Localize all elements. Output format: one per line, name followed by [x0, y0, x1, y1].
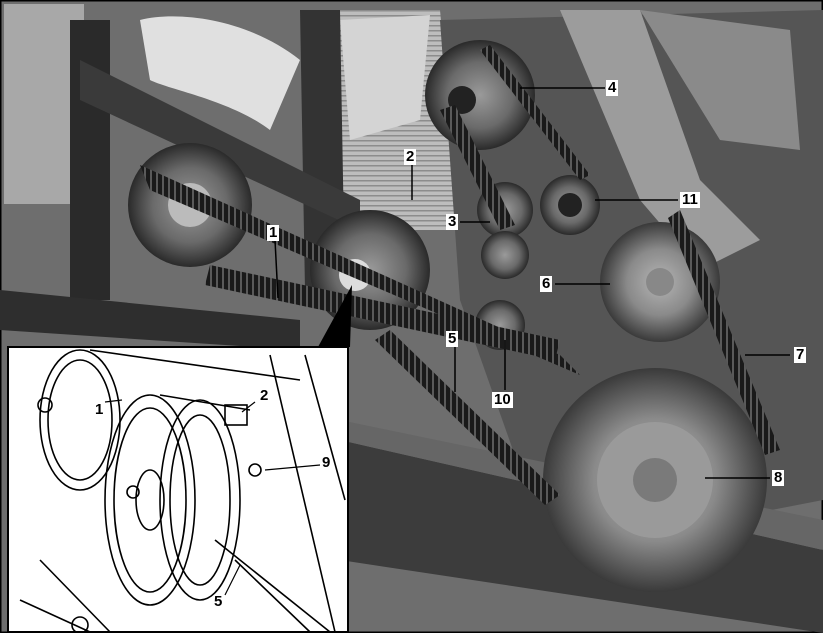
fan-blade: [140, 16, 300, 130]
inset-label-1: 1: [95, 401, 104, 418]
inset-label-2: 2: [260, 387, 269, 404]
inset-line-drawing: [19, 349, 346, 633]
label-6: 6: [540, 275, 553, 292]
frame-strut: [80, 60, 360, 230]
label-3: 3: [446, 213, 459, 230]
inset-label-9: 9: [322, 454, 331, 471]
belt-5: [375, 330, 560, 505]
label-2: 2: [404, 148, 417, 165]
label-8: 8: [772, 469, 785, 486]
label-4: 4: [606, 79, 619, 96]
label-5: 5: [446, 330, 459, 347]
label-1: 1: [267, 224, 280, 241]
belt-7: [668, 210, 780, 455]
label-7: 7: [794, 346, 807, 363]
exhaust-pipe: [560, 10, 760, 270]
inset-label-5: 5: [214, 593, 223, 610]
inset-diagram: [7, 346, 349, 633]
label-11: 11: [680, 191, 700, 208]
belt-1: [205, 265, 560, 360]
label-10: 10: [492, 391, 513, 408]
alternator-belt: [440, 105, 515, 230]
